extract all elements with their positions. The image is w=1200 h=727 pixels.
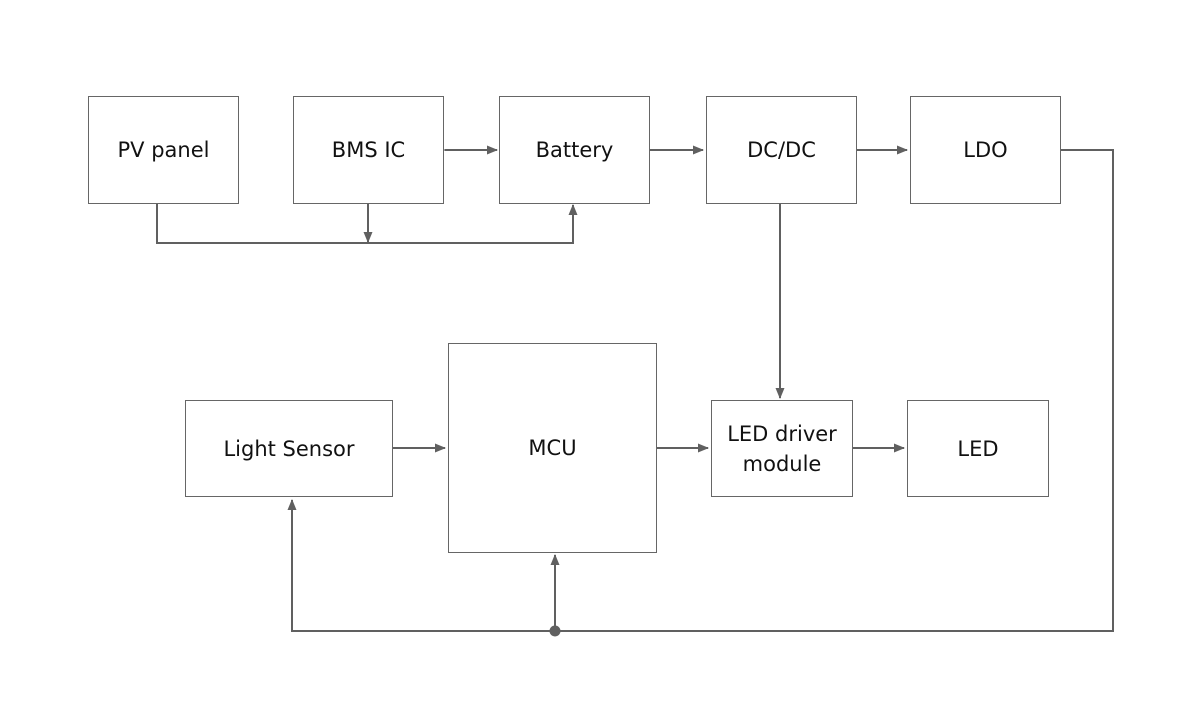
light-sensor-block: Light Sensor	[185, 400, 393, 497]
battery-label: Battery	[535, 138, 614, 162]
ldo-block: LDO	[910, 96, 1061, 204]
mcu-label: MCU	[528, 436, 577, 460]
bms-ic-block: BMS IC	[293, 96, 444, 204]
ldo-supply-line	[287, 149, 1114, 632]
mcu-block: MCU	[448, 343, 657, 553]
led-label: LED	[957, 436, 999, 461]
pv-to-battery-line	[156, 204, 578, 244]
pv-panel-block: PV panel	[88, 96, 239, 204]
light-sensor-label: Light Sensor	[223, 436, 355, 461]
battery-block: Battery	[499, 96, 650, 204]
junction-dot	[549, 625, 561, 637]
led-block: LED	[907, 400, 1049, 497]
led-driver-block: LED driver module	[711, 400, 853, 497]
dcdc-block: DC/DC	[706, 96, 857, 204]
led-driver-label: LED driver module	[727, 421, 837, 476]
dcdc-label: DC/DC	[747, 138, 816, 162]
bms-ic-label: BMS IC	[331, 138, 406, 162]
pv-panel-label: PV panel	[117, 138, 210, 162]
ldo-label: LDO	[963, 138, 1008, 162]
